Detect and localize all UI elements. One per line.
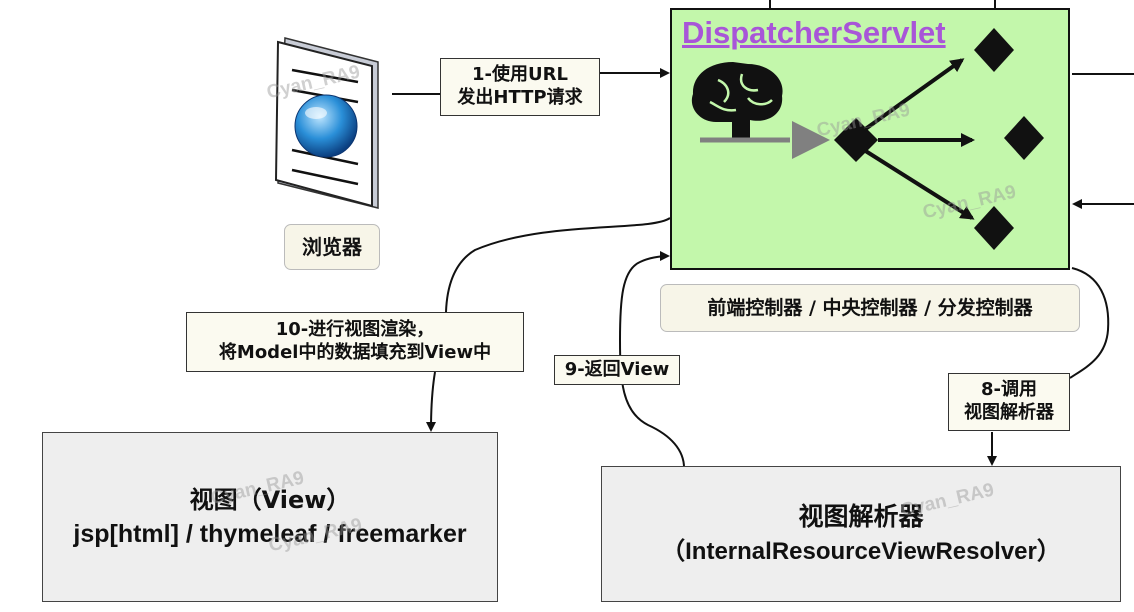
view-box-title: 视图（View） [189, 486, 351, 514]
step9-arrow [618, 251, 686, 471]
step1-label: 1-使用URL 发出HTTP请求 [440, 58, 600, 116]
browser-label: 浏览器 [284, 224, 380, 270]
view-box: 视图（View） jsp[html] / thymeleaf / freemar… [42, 432, 498, 602]
step8-label: 8-调用 视图解析器 [948, 373, 1070, 431]
step10-arrow [426, 371, 437, 432]
step10-curve-a [445, 217, 671, 313]
servlet-subtitle: 前端控制器 / 中央控制器 / 分发控制器 [660, 284, 1080, 332]
step10-line1: 10-进行视图渲染， [275, 319, 435, 340]
browser-icon [274, 37, 379, 209]
servlet-internals [691, 28, 1044, 250]
step8-curve [1069, 267, 1110, 379]
dispatcher-servlet-box: DispatcherServlet [670, 8, 1070, 270]
resolver-box-title: 视图解析器 [798, 502, 924, 531]
handler-diamond-top [974, 28, 1014, 72]
step8-line1: 8-调用 [981, 379, 1037, 400]
view-box-technologies: jsp[html] / thymeleaf / freemarker [73, 520, 467, 548]
servlet-title: DispatcherServlet [682, 15, 946, 50]
step10-line2: 将Model中的数据填充到View中 [218, 342, 492, 363]
step8-line2: 视图解析器 [964, 402, 1054, 423]
step10-label: 10-进行视图渲染， 将Model中的数据填充到View中 [186, 312, 524, 372]
step9-label: 9-返回View [554, 355, 680, 385]
input-arrow-head [792, 121, 830, 159]
resolver-box-class: （InternalResourceViewResolver） [661, 538, 1061, 565]
view-resolver-box: 视图解析器 （InternalResourceViewResolver） [601, 466, 1121, 602]
step1-line1: 1-使用URL [472, 64, 568, 85]
dispatch-arrow-bottom [862, 148, 975, 220]
step1-line2: 发出HTTP请求 [457, 87, 583, 108]
brain-icon [691, 62, 783, 142]
handler-diamond-bottom [974, 206, 1014, 250]
dispatch-arrow-top [862, 58, 965, 132]
handler-diamond-middle [1004, 116, 1044, 160]
